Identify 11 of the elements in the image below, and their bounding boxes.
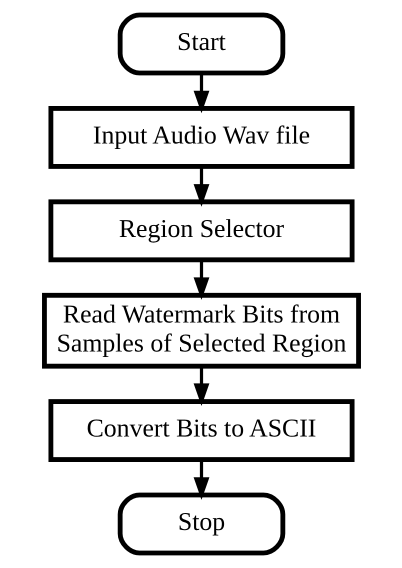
node-box: Start	[117, 12, 285, 76]
node-box: Read Watermark Bits from Samples of Selected Region	[42, 292, 360, 369]
arrow	[193, 73, 209, 114]
node-box: Input Audio Wav file	[48, 106, 354, 169]
node-box: Stop	[117, 492, 285, 556]
arrow	[193, 260, 209, 300]
arrow	[193, 460, 209, 500]
node-box: Region Selector	[48, 199, 354, 262]
node-box: Convert Bits to ASCII	[48, 399, 354, 462]
arrow	[193, 366, 209, 406]
arrow	[193, 166, 209, 207]
